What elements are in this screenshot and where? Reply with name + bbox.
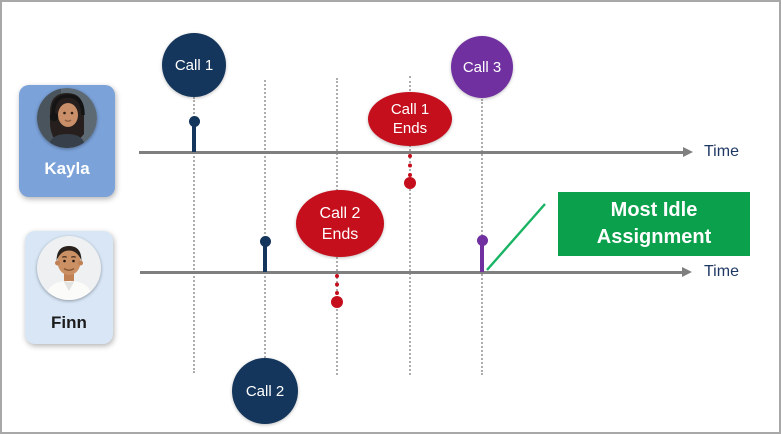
timeline-kayla [139, 151, 685, 154]
kayla-avatar [37, 88, 97, 148]
call-1-arrival-dot [189, 116, 200, 127]
call-3-arrival-dot [477, 235, 488, 246]
time-label-kayla: Time [704, 143, 739, 160]
call-1-label: Call 1 [174, 56, 214, 74]
call-2-ends-dot [331, 296, 343, 308]
timeline-kayla-arrowhead-icon [683, 147, 693, 157]
most-idle-assignment-box: Most Idle Assignment [558, 192, 750, 256]
call-1-ends-dot [404, 177, 416, 189]
finn-avatar [37, 236, 101, 300]
dotted-guide-2 [264, 80, 266, 358]
call-1-ends-stem [408, 154, 412, 177]
timeline-finn-arrowhead-icon [682, 267, 692, 277]
dotted-guide-1 [193, 97, 195, 373]
call-3-stem [480, 241, 484, 272]
call-2-label: Call 2 [245, 382, 285, 400]
call-1-ends-label: Call 1 Ends [390, 101, 430, 137]
call-3-label: Call 3 [462, 58, 502, 76]
dotted-guide-4 [409, 76, 411, 375]
assignment-connector-line [486, 203, 546, 271]
agent-name-finn: Finn [51, 313, 87, 332]
call-1-ends-bubble: Call 1 Ends [368, 92, 452, 146]
call-2-ends-label: Call 2 Ends [319, 204, 361, 243]
call-2-ends-stem [335, 274, 339, 295]
call-2-ends-bubble: Call 2 Ends [296, 190, 384, 257]
call-3-bubble: Call 3 [451, 36, 513, 98]
call-2-arrival-dot [260, 236, 271, 247]
agent-card-kayla: Kayla [19, 85, 115, 197]
most-idle-assignment-label: Most Idle Assignment [596, 199, 712, 248]
call-2-stem [263, 242, 267, 272]
agent-name-kayla: Kayla [44, 159, 90, 178]
time-label-finn: Time [704, 263, 739, 280]
agent-card-finn: Finn [25, 231, 113, 344]
call-1-bubble: Call 1 [162, 33, 226, 97]
call-1-stem [192, 122, 196, 152]
call-2-bubble: Call 2 [232, 358, 298, 424]
timeline-finn [140, 271, 684, 274]
